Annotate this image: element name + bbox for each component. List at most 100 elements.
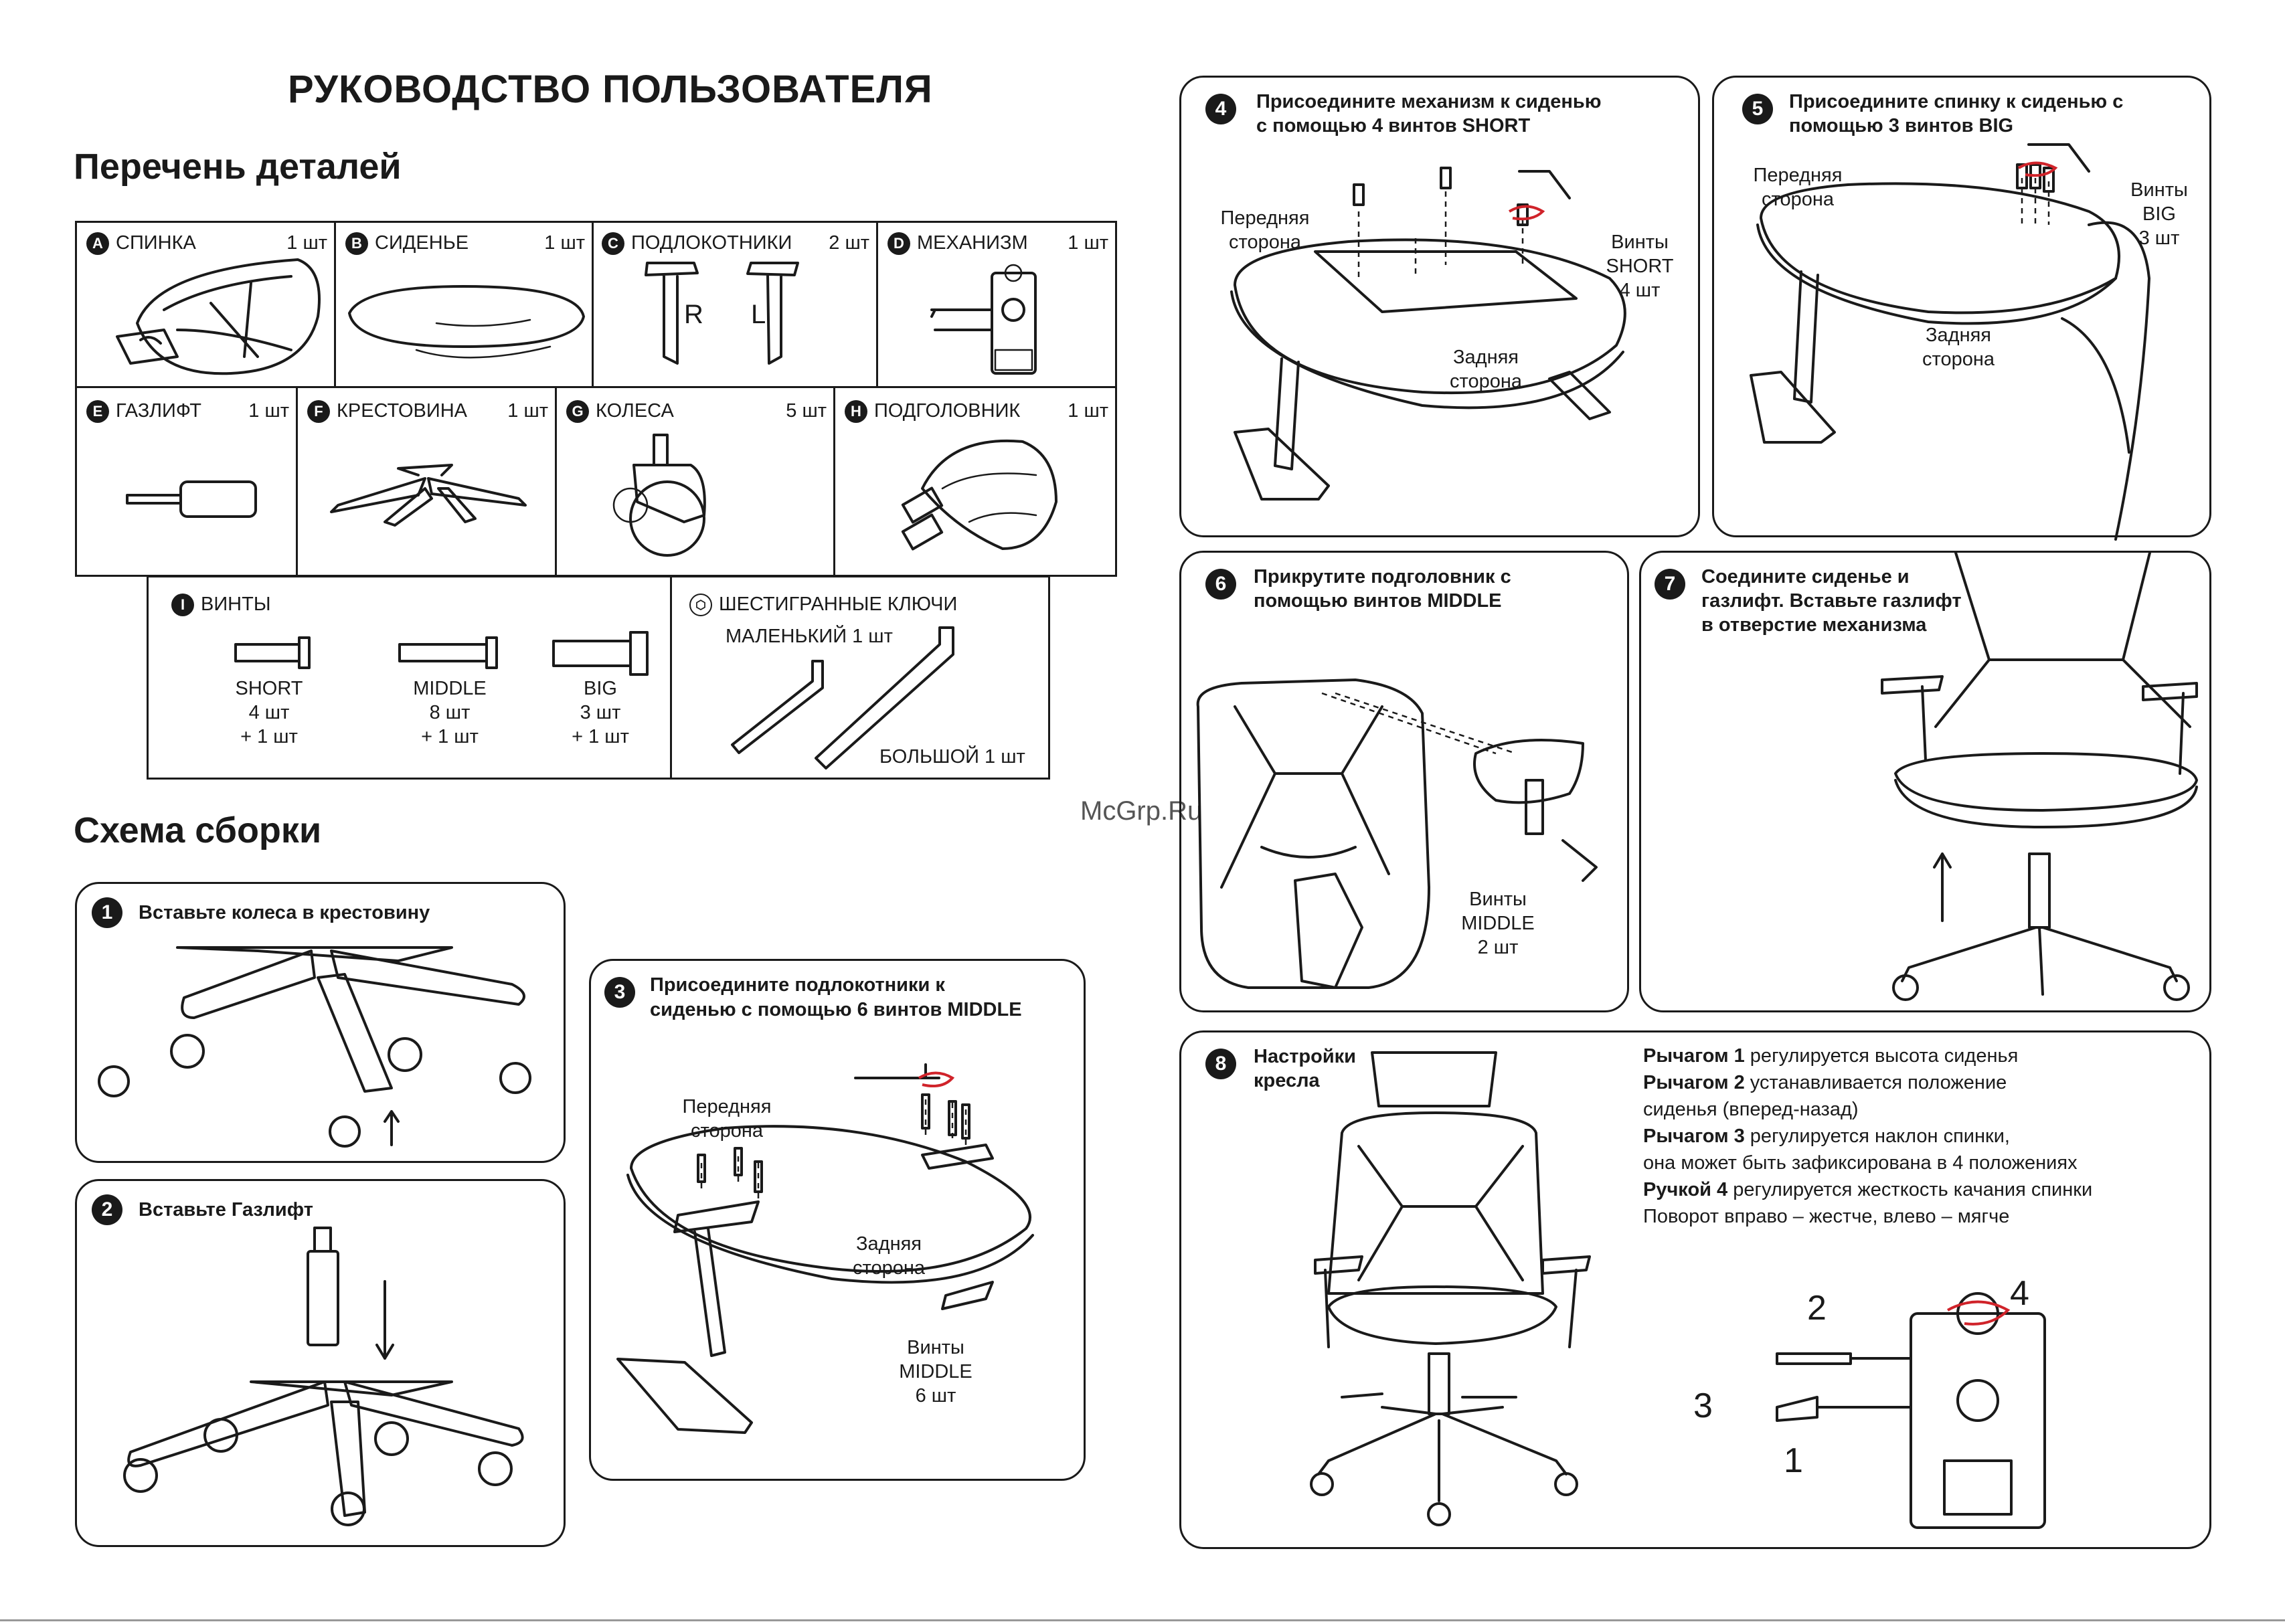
part-cell-armrests: C ПОДЛОКОТНИКИ 2 шт R L xyxy=(592,221,878,388)
armrest-r-label: R xyxy=(684,300,703,329)
chair-illustration xyxy=(1310,1051,2046,1529)
step-number: 4 xyxy=(1205,94,1236,124)
part-name: КОЛЕСА xyxy=(596,400,674,422)
page-title: РУКОВОДСТВО ПОЛЬЗОВАТЕЛЯ xyxy=(288,68,933,111)
part-qty: 5 шт xyxy=(786,400,827,422)
part-qty: 1 шт xyxy=(286,232,327,254)
step-4-illustration xyxy=(1230,167,1626,501)
headrest-illustration xyxy=(901,439,1057,551)
step-instruction-line2: сиденью с помощью 6 винтов MIDDLE xyxy=(650,999,1022,1020)
bottom-divider xyxy=(0,1619,2285,1621)
back-label-2: сторона xyxy=(853,1257,925,1279)
screws-label: Винты xyxy=(1469,889,1527,910)
screws-type: MIDDLE xyxy=(899,1361,972,1382)
base-illustration xyxy=(330,464,527,527)
step-number: 8 xyxy=(1205,1049,1236,1079)
step-number: 6 xyxy=(1205,569,1236,600)
step-instruction-line2: помощью винтов MIDDLE xyxy=(1254,590,1502,612)
armrests-illustration xyxy=(645,262,799,365)
parts-heading: Перечень деталей xyxy=(74,147,402,187)
part-qty: 1 шт xyxy=(544,232,585,254)
big-key-label: БОЛЬШОЙ 1 шт xyxy=(879,746,1025,768)
screw-extra: + 1 шт xyxy=(240,726,298,747)
screw-qty: 8 шт xyxy=(429,702,471,723)
step-number: 5 xyxy=(1742,94,1773,124)
back-label: Задняя xyxy=(1926,325,1991,346)
letter-badge: E xyxy=(86,400,109,424)
back-label-2: сторона xyxy=(1922,349,1995,370)
letter-badge: C xyxy=(602,232,624,256)
knob-4-number: 4 xyxy=(2010,1274,2029,1313)
watermark: McGrp.Ru xyxy=(1080,796,1203,826)
screws-illustration xyxy=(234,631,649,676)
front-label: Передняя xyxy=(1753,165,1843,186)
step-number: 2 xyxy=(92,1194,122,1225)
part-name: КРЕСТОВИНА xyxy=(337,400,467,422)
step-instruction: Вставьте Газлифт xyxy=(139,1199,313,1221)
step-instruction-line2: помощью 3 винтов BIG xyxy=(1789,115,2014,137)
mechanism-illustration xyxy=(930,264,1037,375)
back-illustration xyxy=(116,258,321,375)
part-name: ПОДЛОКОТНИКИ xyxy=(631,232,792,254)
seat-illustration xyxy=(348,285,585,359)
step-5-illustration xyxy=(1750,143,2150,541)
step-4-panel: 4 Присоедините механизм к сиденью с помо… xyxy=(1179,76,1700,537)
screw-qty: 3 шт xyxy=(580,702,621,723)
lever-3-number: 3 xyxy=(1693,1386,1713,1425)
setting-lever-3: Рычагом 3 регулируется наклон спинки, xyxy=(1643,1125,2010,1147)
screw-name: MIDDLE xyxy=(413,678,487,699)
armrest-l-label: L xyxy=(751,300,766,329)
screws-label: Винты xyxy=(907,1337,964,1358)
step-instruction-line2: кресла xyxy=(1254,1070,1320,1091)
part-qty: 2 шт xyxy=(829,232,869,254)
screw-extra: + 1 шт xyxy=(572,726,629,747)
step-number: 3 xyxy=(604,977,635,1008)
step-7-illustration xyxy=(1881,551,2198,1001)
front-label: Передняя xyxy=(682,1096,772,1117)
step-1-illustration xyxy=(98,946,531,1148)
wheel-illustration xyxy=(612,434,706,557)
step-3-panel: 3 Присоедините подлокотники к сиденью с … xyxy=(589,959,1086,1481)
part-cell-hex-keys: ⬡ ШЕСТИГРАННЫЕ КЛЮЧИ МАЛЕНЬКИЙ 1 шт БОЛЬШ… xyxy=(670,575,1050,780)
step-6-illustration xyxy=(1196,679,1598,989)
small-key-label: МАЛЕНЬКИЙ 1 шт xyxy=(726,626,893,647)
step-3-illustration xyxy=(616,1063,1034,1434)
step-number: 1 xyxy=(92,897,122,928)
letter-badge: A xyxy=(86,232,109,256)
step-instruction: Вставьте колеса в крестовину xyxy=(139,902,430,923)
screw-name: SHORT xyxy=(235,678,303,699)
step-2-illustration xyxy=(123,1227,524,1526)
setting-lever-3-cont: она может быть зафиксирована в 4 положен… xyxy=(1643,1152,2078,1174)
setting-knob-4-cont: Поворот вправо – жестче, влево – мягче xyxy=(1643,1206,2010,1227)
setting-knob-4: Ручкой 4 регулируется жесткость качания … xyxy=(1643,1179,2093,1200)
hex-icon: ⬡ xyxy=(689,594,712,617)
screws-type: MIDDLE xyxy=(1461,913,1535,934)
step-instruction-line2: газлифт. Вставьте газлифт xyxy=(1701,590,1962,612)
keys-title: ШЕСТИГРАННЫЕ КЛЮЧИ xyxy=(719,594,958,615)
lever-1-number: 1 xyxy=(1784,1441,1803,1480)
part-name: МЕХАНИЗМ xyxy=(917,232,1028,254)
letter-badge: H xyxy=(845,400,867,424)
step-instruction-line1: Присоедините механизм к сиденью xyxy=(1256,91,1602,112)
step-instruction-line1: Соедините сиденье и xyxy=(1701,566,1910,588)
assembly-heading: Схема сборки xyxy=(74,810,322,850)
letter-badge: I xyxy=(171,594,194,617)
setting-lever-1: Рычагом 1 регулируется высота сиденья xyxy=(1643,1045,2019,1067)
part-name: СИДЕНЬЕ xyxy=(375,232,469,254)
hex-keys-illustration xyxy=(731,626,954,770)
step-6-panel: 6 Прикрутите подголовник с помощью винто… xyxy=(1179,551,1629,1012)
back-label: Задняя xyxy=(1453,347,1519,368)
screw-qty: 4 шт xyxy=(248,702,290,723)
step-instruction-line1: Присоедините спинку к сиденью с xyxy=(1789,91,2124,112)
part-qty: 1 шт xyxy=(507,400,548,422)
screws-qty: 3 шт xyxy=(2138,228,2180,249)
step-instruction-line1: Присоедините подлокотники к xyxy=(650,974,945,996)
screws-label: Винты xyxy=(2130,179,2188,201)
